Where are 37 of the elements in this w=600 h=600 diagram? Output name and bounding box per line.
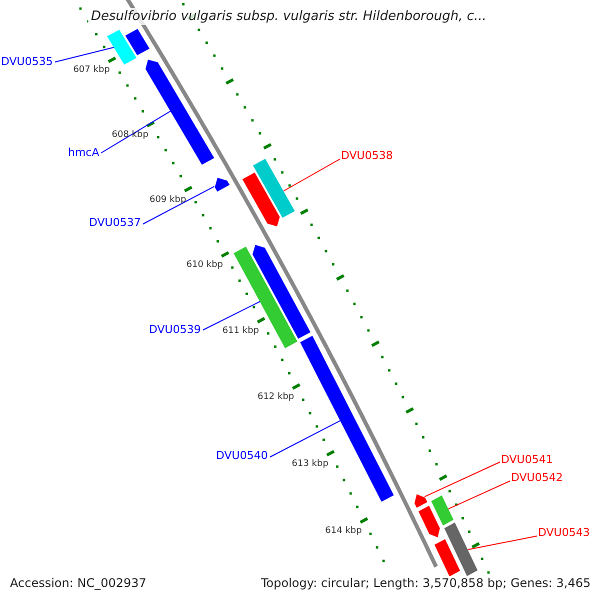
scale-label: 613 kbp — [292, 460, 328, 469]
leader-line — [424, 462, 500, 498]
leader-line — [142, 186, 215, 224]
gene-bar — [418, 506, 440, 538]
gene-label: DVU0542 — [511, 472, 563, 483]
gene-bar — [107, 30, 136, 65]
gene-bar — [214, 178, 230, 192]
gene-bar — [242, 172, 280, 226]
leader-line — [467, 536, 538, 550]
gene-label: DVU0540 — [216, 450, 268, 461]
leader-line — [202, 301, 260, 330]
scale-label: 608 kbp — [112, 130, 148, 140]
gene-label: DVU0543 — [538, 527, 590, 538]
gene-label: hmcA — [68, 147, 100, 158]
gene-label: DVU0537 — [89, 217, 141, 228]
gene-bar — [253, 158, 295, 218]
gene-label: DVU0541 — [501, 454, 553, 465]
leader-line — [100, 110, 172, 154]
scale-label: 614 kbp — [325, 526, 362, 536]
gene-label: DVU0539 — [149, 324, 201, 335]
leader-line — [283, 158, 340, 192]
scale-label: 609 kbp — [149, 196, 186, 204]
scale-label: 610 kbp — [186, 260, 224, 270]
accession-text: Accession: NC_002937 — [10, 576, 146, 590]
gene-bar — [125, 28, 150, 56]
gene-label: DVU0535 — [1, 56, 53, 67]
topology-text: Topology: circular; Length: 3,570,858 bp; Genes: 3,465 — [261, 576, 591, 590]
gene-bar — [434, 539, 460, 576]
gene-bar — [431, 495, 454, 526]
gene-bar — [414, 494, 428, 508]
leader-line — [448, 480, 510, 510]
scale-label: 607 kbp — [73, 66, 110, 76]
gene-bar — [444, 522, 478, 576]
scale-label: 611 kbp — [222, 326, 260, 336]
gene-label: DVU0538 — [341, 150, 393, 161]
leader-line — [54, 46, 114, 62]
leader-line — [270, 420, 342, 458]
